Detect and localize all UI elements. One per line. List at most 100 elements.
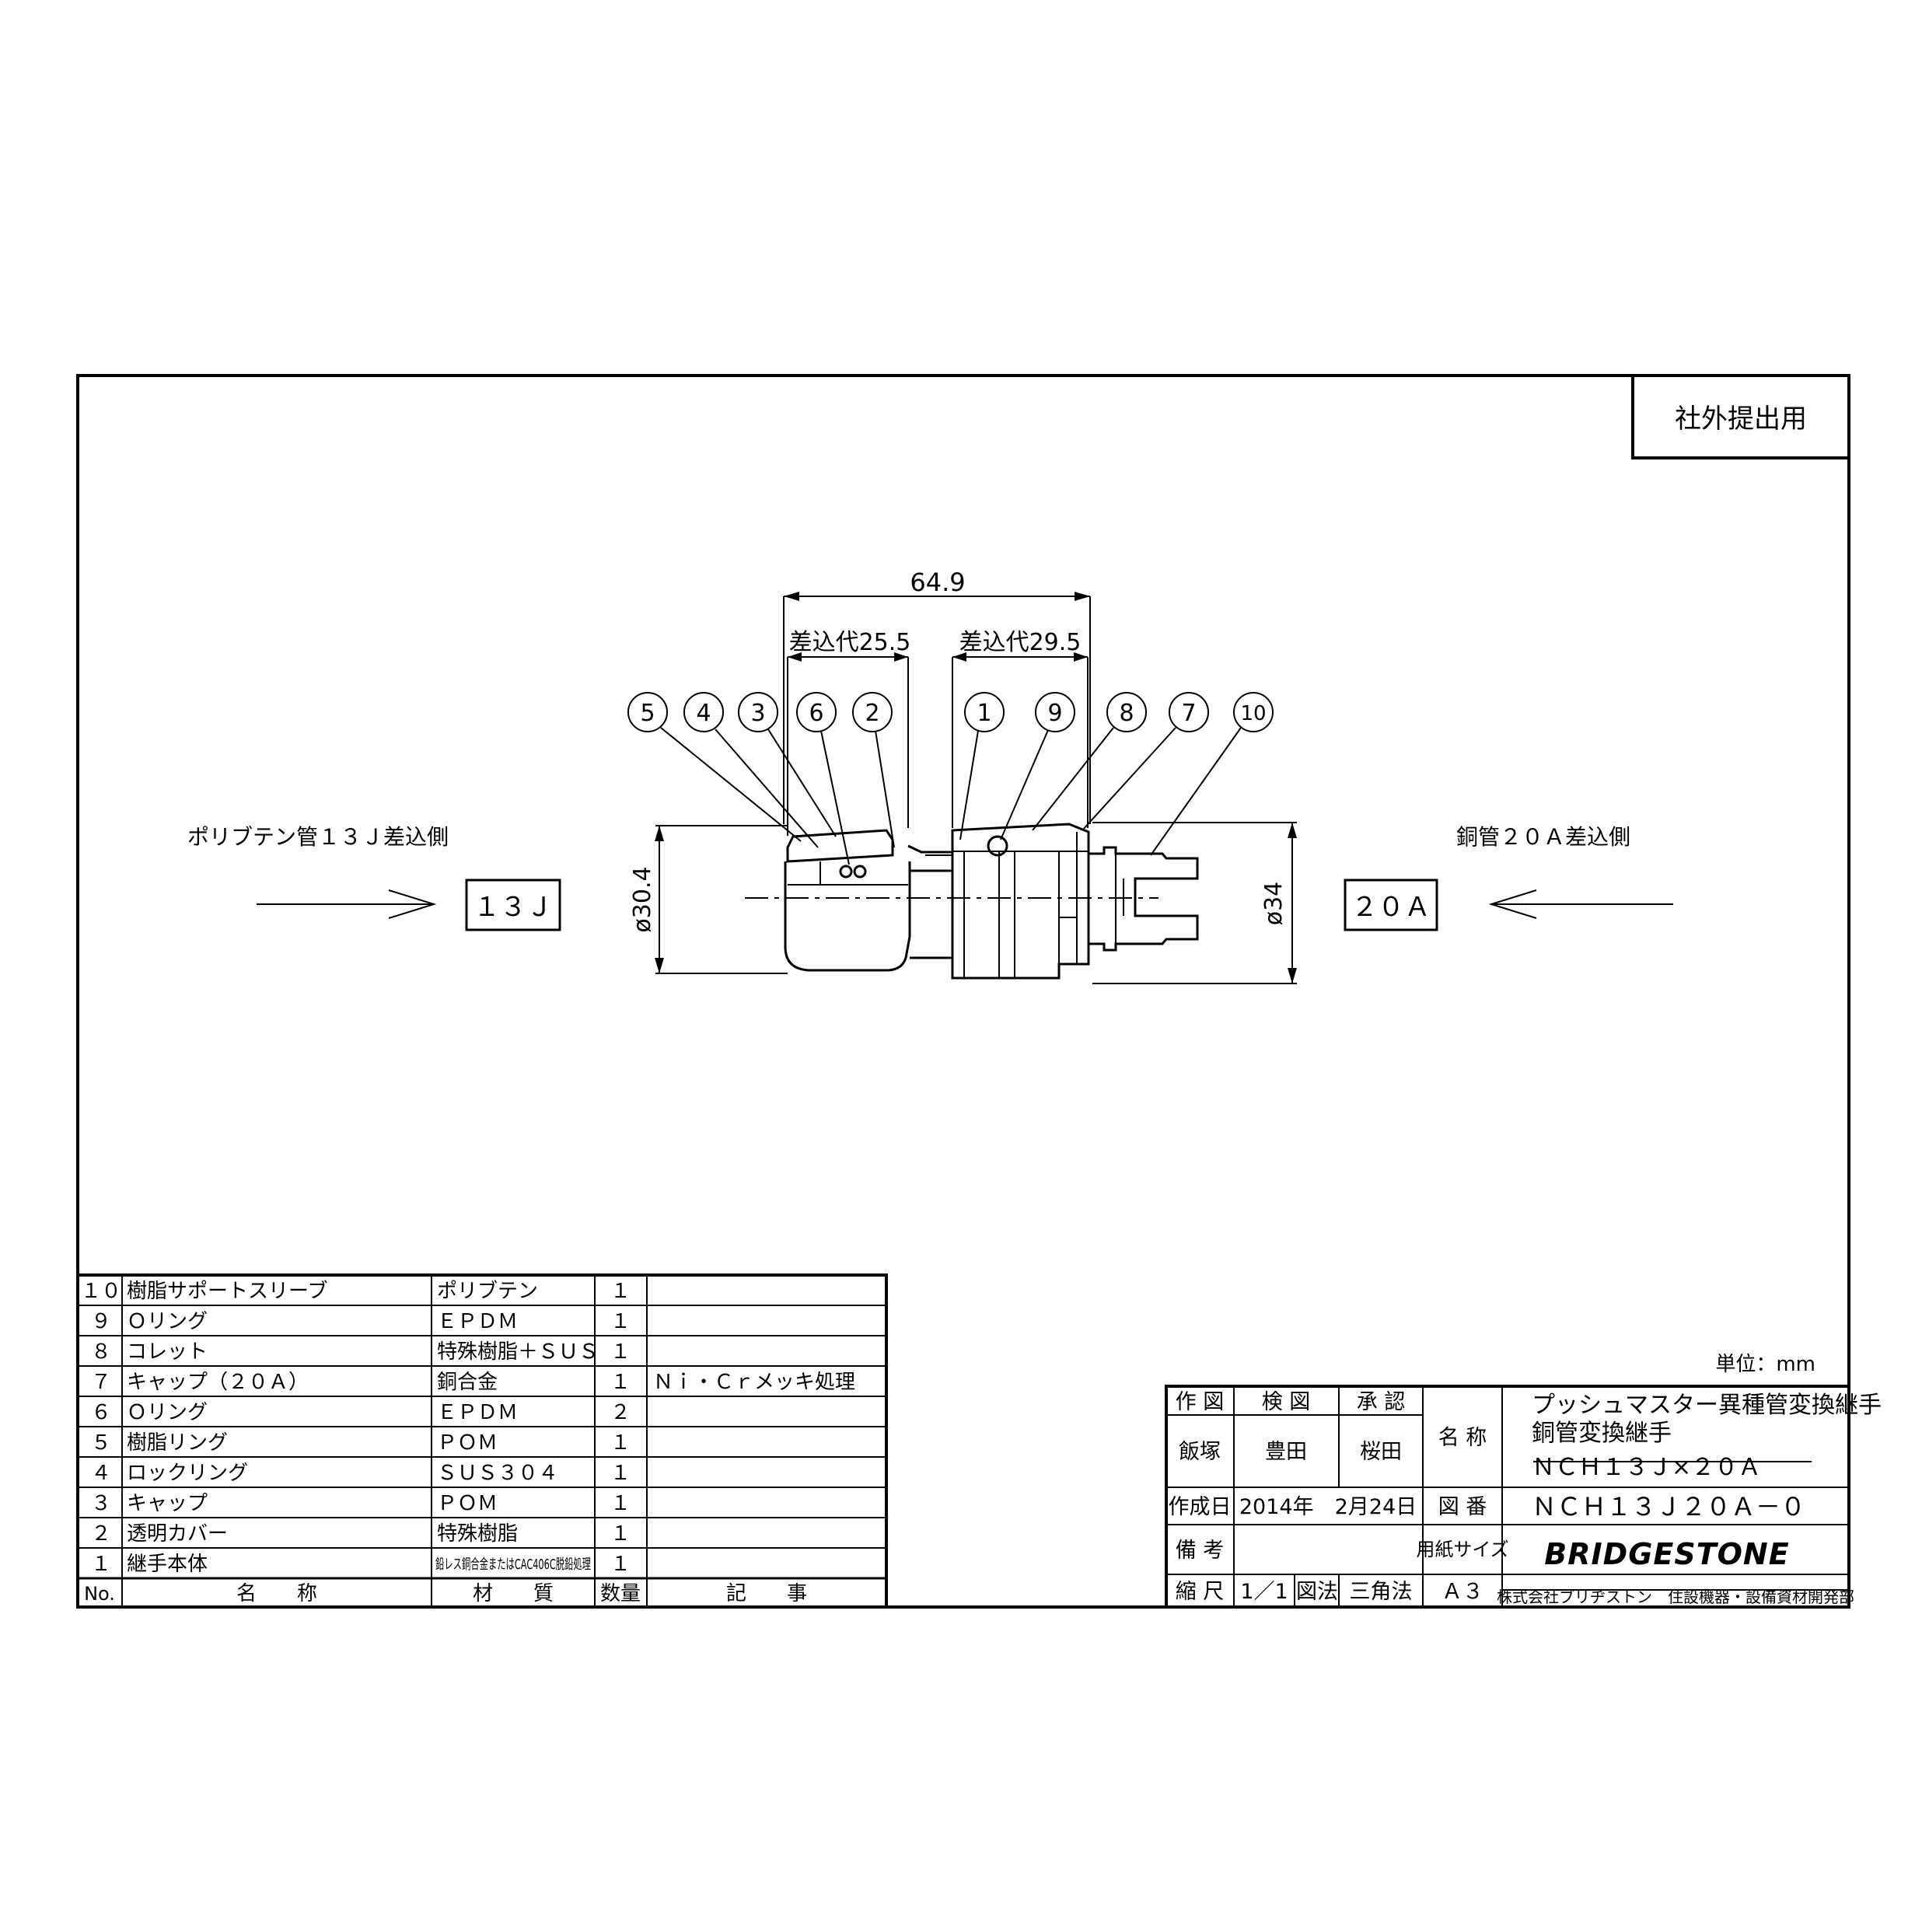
drawing-number: ＮＣＨ１３Ｊ２０Ａ－０ bbox=[1532, 1492, 1805, 1521]
part-qty: １ bbox=[610, 1462, 631, 1485]
part-remarks: Ｎｉ・Ｃｒメッキ処理 bbox=[653, 1371, 855, 1394]
approved-by: 桜田 bbox=[1360, 1440, 1402, 1464]
part-name: Ｏリング bbox=[127, 1401, 208, 1424]
part-material: ＰＯＭ bbox=[437, 1431, 498, 1455]
bridgestone-logo: BRIDGESTONE bbox=[1544, 1537, 1789, 1571]
part-no: ６ bbox=[91, 1401, 111, 1424]
approved-label: 承 認 bbox=[1357, 1390, 1406, 1414]
part-material: ポリブテン bbox=[437, 1280, 538, 1303]
projection-value: 三角法 bbox=[1350, 1580, 1413, 1604]
dimension-insert-left: 差込代25.5 bbox=[787, 629, 911, 836]
remarks-label: 備 考 bbox=[1176, 1539, 1225, 1563]
part-name: 透明カバー bbox=[127, 1522, 228, 1546]
checked-label: 検 図 bbox=[1262, 1390, 1311, 1414]
part-material: 特殊樹脂＋ＳＵＳ bbox=[437, 1340, 599, 1364]
svg-text:9: 9 bbox=[1047, 700, 1062, 727]
balloon-2 bbox=[852, 692, 893, 732]
badge-text: 社外提出用 bbox=[1675, 404, 1807, 435]
overall-length-label: 64.9 bbox=[910, 568, 965, 597]
part-no: ８ bbox=[91, 1340, 111, 1364]
svg-text:3: 3 bbox=[750, 700, 765, 727]
company-name: 株式会社ブリヂストン 住設機器・設備資材開発部 bbox=[1497, 1588, 1854, 1606]
name-label: 名 称 bbox=[1438, 1426, 1487, 1450]
part-material: ＥＰＤＭ bbox=[437, 1401, 518, 1424]
header-name: 名 称 bbox=[236, 1582, 317, 1605]
product-name-line2: 銅管変換継手 bbox=[1532, 1420, 1672, 1447]
part-material: ＥＰＤＭ bbox=[437, 1310, 518, 1333]
fitting-drawing bbox=[745, 823, 1199, 980]
header-no: No. bbox=[84, 1583, 115, 1605]
part-no: ２ bbox=[91, 1522, 111, 1546]
part-qty: １ bbox=[610, 1492, 631, 1515]
part-material: 特殊樹脂 bbox=[437, 1522, 518, 1546]
balloon-8 bbox=[1106, 692, 1147, 732]
part-name: コレット bbox=[127, 1340, 208, 1364]
diameter-right-label: ø34 bbox=[1260, 882, 1288, 926]
product-name-line3: ＮＣＨ１３Ｊ×２０Ａ bbox=[1532, 1454, 1761, 1481]
unit-note: 単位：mm bbox=[1715, 1353, 1815, 1376]
part-name: ロックリング bbox=[127, 1462, 248, 1485]
part-qty: １ bbox=[610, 1371, 631, 1394]
dimension-overall: 64.9 bbox=[783, 568, 1091, 824]
part-name: Ｏリング bbox=[127, 1310, 208, 1333]
part-name: 樹脂リング bbox=[127, 1431, 228, 1455]
balloon-1 bbox=[964, 692, 1005, 732]
part-name: 継手本体 bbox=[127, 1553, 208, 1576]
header-remarks: 記 事 bbox=[726, 1582, 807, 1605]
product-name-line1: プッシュマスター異種管変換継手 bbox=[1532, 1392, 1882, 1419]
diameter-left-label: ø30.4 bbox=[629, 866, 656, 932]
part-qty: １ bbox=[610, 1522, 631, 1546]
right-insertion-side: 銅管２０Ａ差込側 ２０Ａ bbox=[1344, 824, 1673, 931]
left-side-caption: ポリブテン管１３Ｊ差込側 bbox=[187, 824, 449, 850]
paper-size-label: 用紙サイズ bbox=[1416, 1539, 1508, 1560]
part-material: ＳＵＳ３０４ bbox=[437, 1462, 558, 1485]
created-date: 2014年 2月24日 bbox=[1239, 1495, 1417, 1519]
part-no: ７ bbox=[91, 1371, 111, 1394]
external-submission-badge: 社外提出用 bbox=[1631, 374, 1850, 459]
svg-text:2: 2 bbox=[865, 700, 879, 727]
insert-right-label: 差込代29.5 bbox=[959, 629, 1082, 656]
checked-by: 豊田 bbox=[1265, 1440, 1307, 1464]
part-qty: １ bbox=[610, 1431, 631, 1455]
balloon-10 bbox=[1233, 692, 1274, 732]
part-qty: １ bbox=[610, 1310, 631, 1333]
part-material: 銅合金 bbox=[437, 1371, 498, 1394]
part-no: ３ bbox=[91, 1492, 111, 1515]
svg-text:10: 10 bbox=[1240, 702, 1266, 725]
dimension-diameter-left: ø30.4 bbox=[629, 825, 788, 974]
scale-label: 縮 尺 bbox=[1176, 1580, 1225, 1604]
part-no: ５ bbox=[91, 1431, 111, 1455]
part-qty: １ bbox=[610, 1280, 631, 1303]
svg-text:4: 4 bbox=[696, 700, 711, 727]
parts-list-table: １０ 樹脂サポートスリーブ ポリブテン １ ９ Ｏリング ＥＰＤＭ １ ８ コレ… bbox=[76, 1273, 888, 1609]
balloon-3 bbox=[738, 692, 778, 732]
dimension-diameter-right: ø34 bbox=[1092, 822, 1297, 984]
right-size-box bbox=[1344, 879, 1438, 931]
insert-left-label: 差込代25.5 bbox=[789, 629, 911, 656]
part-qty: ２ bbox=[610, 1401, 631, 1424]
scale-value: 1／1 bbox=[1240, 1580, 1288, 1604]
part-qty: １ bbox=[610, 1553, 631, 1576]
part-no: １ bbox=[91, 1553, 111, 1576]
part-no: ９ bbox=[91, 1310, 111, 1333]
header-qty: 数量 bbox=[600, 1582, 641, 1605]
svg-text:１３Ｊ: １３Ｊ bbox=[474, 892, 553, 923]
part-name: キャップ（２０Ａ） bbox=[127, 1371, 309, 1394]
balloon-6 bbox=[796, 692, 837, 732]
projection-label: 図法 bbox=[1296, 1580, 1338, 1604]
right-side-caption: 銅管２０Ａ差込側 bbox=[1456, 824, 1630, 850]
drawn-label: 作 図 bbox=[1176, 1390, 1225, 1414]
header-material: 材 質 bbox=[473, 1582, 554, 1605]
part-material: ＰＯＭ bbox=[437, 1492, 498, 1515]
title-block: 作 図 検 図 承 認 飯塚 豊田 桜田 名 称 プッシュマスター異種管変換継手… bbox=[1165, 1385, 1882, 1609]
part-no: ４ bbox=[91, 1462, 111, 1485]
part-no: １０ bbox=[81, 1280, 121, 1303]
left-insertion-side: ポリブテン管１３Ｊ差込側 １３Ｊ bbox=[187, 824, 561, 931]
svg-text:1: 1 bbox=[977, 700, 991, 727]
svg-text:5: 5 bbox=[640, 700, 655, 727]
part-qty: １ bbox=[610, 1340, 631, 1364]
left-size-box bbox=[465, 879, 561, 931]
paper-size-value: Ａ３ bbox=[1442, 1580, 1483, 1604]
part-name: 樹脂サポートスリーブ bbox=[127, 1280, 327, 1303]
